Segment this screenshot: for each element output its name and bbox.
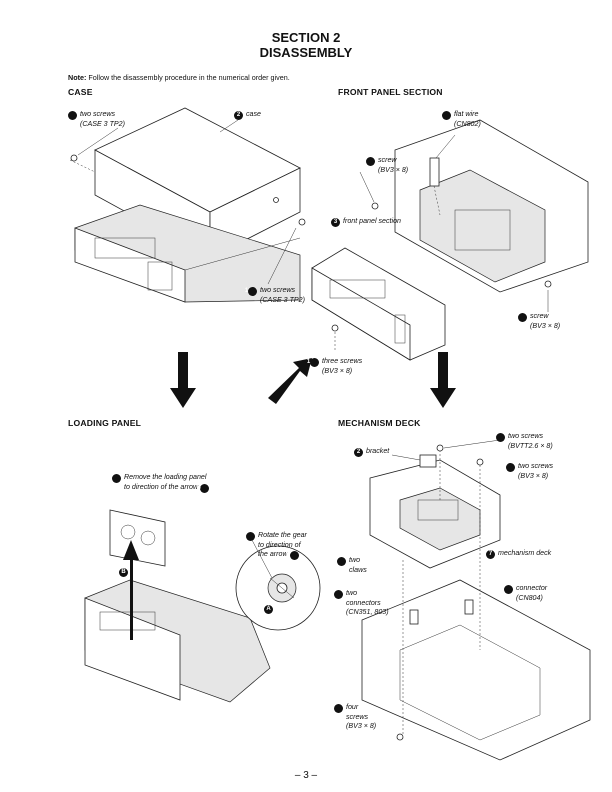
step-number-badge: 3 bbox=[503, 463, 515, 472]
case-heading: CASE bbox=[68, 87, 93, 97]
loading-mark-a: A bbox=[264, 604, 276, 614]
step-number-badge: 6 bbox=[334, 557, 346, 566]
step-number-badge: 1 bbox=[515, 313, 527, 322]
arrow-mark-b-icon: B bbox=[119, 568, 128, 577]
step-number-badge: 1 bbox=[307, 358, 319, 367]
step-number-badge: 7 bbox=[486, 550, 495, 559]
step-number-badge: 2 bbox=[109, 474, 121, 483]
step-number-badge: 5 bbox=[331, 590, 343, 599]
note-label: Note: bbox=[68, 73, 87, 82]
front-panel-heading: FRONT PANEL SECTION bbox=[338, 87, 443, 97]
page-title: DISASSEMBLY bbox=[259, 45, 353, 60]
step-number-badge: 2 bbox=[234, 111, 243, 120]
step-number-badge: 3 bbox=[331, 218, 340, 227]
step-number-badge: 1 bbox=[243, 532, 255, 541]
step-number-badge: 1 bbox=[245, 287, 257, 296]
loading-mark-b: B bbox=[119, 567, 131, 577]
step-number-badge: 1 bbox=[493, 433, 505, 442]
page-number: – 3 – bbox=[294, 770, 318, 781]
arrow-mark-a-icon: A bbox=[264, 605, 273, 614]
section-number: SECTION 2 bbox=[271, 30, 341, 45]
procedure-note: Note: Follow the disassembly procedure i… bbox=[68, 73, 290, 82]
step-number-badge: 2 bbox=[439, 111, 451, 120]
case-illustration bbox=[69, 107, 306, 303]
step-number-badge: 1 bbox=[363, 157, 375, 166]
flow-arrows bbox=[170, 352, 456, 408]
note-text: Follow the disassembly procedure in the … bbox=[86, 73, 290, 82]
loading-panel-illustration bbox=[84, 509, 321, 703]
step-number-badge: 2 bbox=[354, 448, 363, 457]
step-number-badge: 5 bbox=[501, 585, 513, 594]
step-number-badge: 1 bbox=[65, 111, 77, 120]
arrow-mark-a-badge: A bbox=[286, 551, 299, 560]
front-panel-illustration bbox=[311, 119, 589, 361]
loading-panel-heading: LOADING PANEL bbox=[68, 418, 142, 428]
mechanism-deck-illustration bbox=[361, 439, 591, 761]
mechanism-deck-heading: MECHANISM DECK bbox=[338, 418, 421, 428]
step-number-badge: 4 bbox=[331, 704, 343, 713]
arrow-mark-b-badge: B bbox=[196, 484, 210, 493]
